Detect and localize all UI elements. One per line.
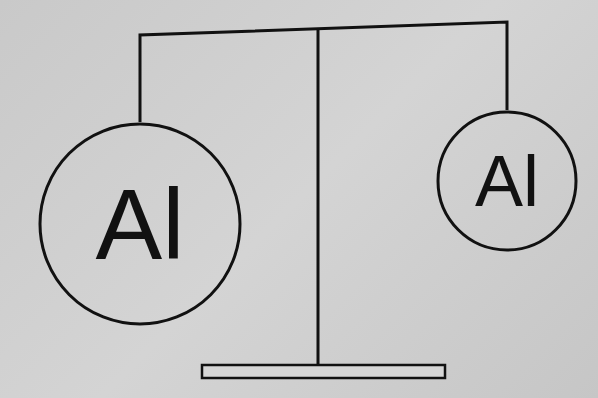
element-symbol: Al xyxy=(96,174,185,274)
scale-beam xyxy=(140,22,507,122)
element-symbol: Al xyxy=(475,145,539,217)
element-circle: Al xyxy=(38,122,242,326)
scale-base xyxy=(202,365,445,378)
scale-post xyxy=(317,28,320,365)
element-circle: Al xyxy=(436,110,578,252)
